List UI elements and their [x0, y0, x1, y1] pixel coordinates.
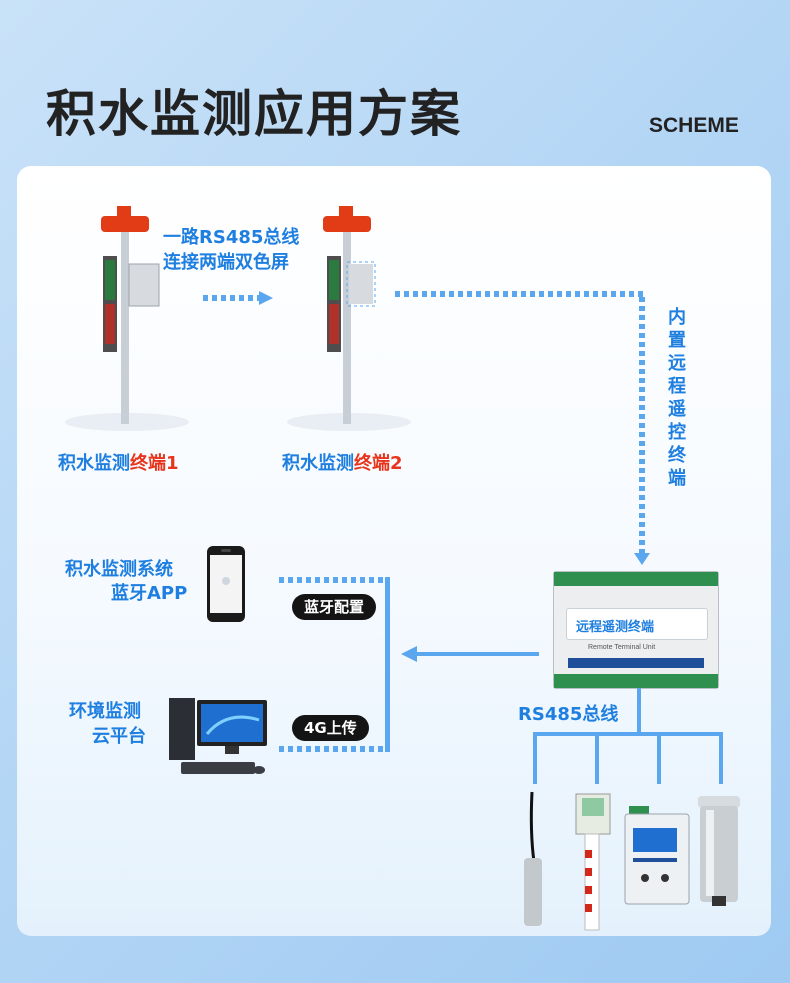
cloud-label-line2: 云平台: [92, 726, 146, 747]
rtu-output-line: [417, 652, 539, 656]
submersible-level-sensor: [524, 791, 542, 926]
rtu-subtitle: Remote Terminal Unit: [588, 644, 656, 651]
cloud-label-line1: 环境监测: [69, 701, 141, 722]
terminal-2-label: 积水监测终端2: [282, 453, 403, 474]
rs485-bus-label: RS485总线: [518, 704, 619, 725]
4g-upload-badge: 4G上传: [292, 715, 369, 741]
arrow-left-icon: [401, 646, 417, 662]
bus-trunk: [637, 688, 641, 734]
bus-drop-1: [533, 732, 537, 784]
bluetooth-config-badge: 蓝牙配置: [292, 594, 377, 620]
app-label-line1: 积水监测系统: [65, 559, 173, 580]
bus-drop-3: [657, 732, 661, 784]
desktop-computer-icon: [169, 698, 267, 774]
bluetooth-dashed-line: [279, 577, 389, 583]
arrow-right-icon: [259, 291, 273, 305]
diagram-card: 一路RS485总线 连接两端双色屏 积水监测终端1 积水监测终端2 内置远程遥控…: [17, 166, 771, 936]
water-level-staff-gauge: [575, 793, 611, 931]
rs485-dashed-line: [395, 291, 647, 297]
built-in-rtu-label: 内置远程遥控终端: [668, 307, 686, 489]
rain-gauge-sensor: [698, 796, 740, 906]
upload-dashed-line: [279, 746, 389, 752]
bus-drop-2: [595, 732, 599, 784]
rtu-device: 远程遥测终端 Remote Terminal Unit: [553, 571, 719, 689]
app-label-line2: 蓝牙APP: [111, 583, 188, 604]
bus-line: [533, 732, 723, 736]
smartphone-icon: [207, 546, 245, 622]
bus-drop-4: [719, 732, 723, 784]
display-controller-module: [624, 806, 690, 905]
system-connector: [385, 577, 390, 752]
rtu-name: 远程遥测终端: [576, 620, 655, 635]
scheme-tag: SCHEME: [649, 114, 739, 137]
rs485-dashed-drop: [639, 297, 645, 553]
monitoring-terminal-1-illustration: [65, 206, 189, 431]
link-dashed-arrow: [203, 295, 259, 301]
terminal-1-label: 积水监测终端1: [58, 453, 179, 474]
monitoring-terminal-2-illustration: [287, 206, 411, 431]
page-title: 积水监测应用方案: [46, 85, 462, 143]
link-label-line1: 一路RS485总线: [163, 227, 300, 248]
arrow-down-icon: [634, 553, 650, 565]
link-label-line2: 连接两端双色屏: [163, 252, 289, 273]
